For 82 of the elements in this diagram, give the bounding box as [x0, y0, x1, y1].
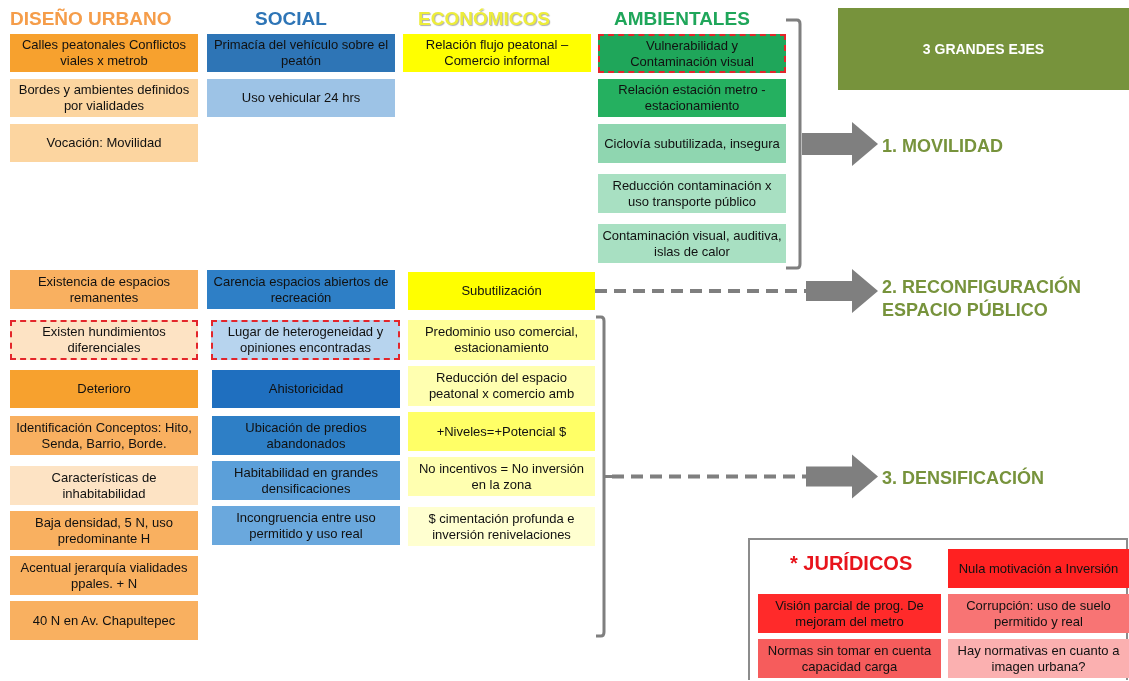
- box-text: Bordes y ambientes definidos por vialidades: [17, 82, 191, 114]
- box-text: Calles peatonales Conflictos viales x metrob: [20, 37, 187, 69]
- category-box: [408, 320, 595, 360]
- panel-heading: * JURÍDICOS: [790, 552, 913, 575]
- box-text: 40 N en Av. Chapultepec: [32, 612, 176, 629]
- category-box: [598, 34, 786, 73]
- category-box: [10, 601, 198, 640]
- category-box: [408, 272, 595, 310]
- category-box: [10, 511, 198, 550]
- box-text: Relación estación metro - estacionamiento: [617, 82, 767, 114]
- category-box: [948, 639, 1129, 678]
- category-box: [948, 594, 1129, 633]
- box-text: Vulnerabilidad y Contaminación visual: [629, 37, 755, 70]
- box-text: Características de inhabitabilidad: [50, 469, 158, 502]
- box-text: Primacía del vehículo sobre el peatón: [212, 37, 390, 69]
- arrow: [802, 122, 878, 166]
- category-box: [10, 370, 198, 408]
- category-box: [10, 79, 198, 117]
- category-box: [10, 466, 198, 505]
- box-text: Visión parcial de prog. De mejoram del metro: [774, 597, 925, 630]
- category-box: [10, 556, 198, 595]
- box-text: Predominio uso comercial, estacionamiento: [423, 324, 580, 356]
- category-box: [598, 79, 786, 117]
- category-box: [408, 412, 595, 451]
- box-text: Nula motivación a Inversión: [958, 560, 1119, 577]
- category-box: [212, 416, 400, 455]
- category-box: [408, 507, 595, 546]
- box-text: $ cimentación profunda e inversión renivelaciones: [427, 510, 576, 543]
- category-box: [408, 366, 595, 406]
- category-box: [408, 457, 595, 496]
- column-heading: ECONÓMICOS: [418, 8, 550, 30]
- category-box: [211, 320, 400, 360]
- category-box: [948, 549, 1129, 588]
- category-box: [10, 270, 198, 309]
- box-text: Corrupción: uso de suelo permitido y real: [965, 597, 1112, 630]
- category-box: [212, 370, 400, 408]
- axis-label: 3. DENSIFICACIÓN: [882, 466, 1082, 492]
- category-box: [10, 124, 198, 162]
- category-box: [207, 79, 395, 117]
- box-text: Existencia de espacios remanentes: [36, 273, 172, 306]
- category-box: [598, 124, 786, 163]
- axis-label: 2. RECONFIGURACIÓN ESPACIO PÚBLICO: [882, 275, 1122, 323]
- box-text: Contaminación visual, auditiva, islas de calor: [601, 227, 783, 260]
- box-text: Reducción contaminación x uso transporte público: [611, 177, 773, 210]
- category-box: [838, 8, 1129, 90]
- box-text: Habitabilidad en grandes densificaciones: [233, 464, 379, 497]
- box-text: +Niveles=+Potencial $: [436, 423, 567, 440]
- category-box: [10, 320, 198, 360]
- box-text: No incentivos = No inversión en la zona: [417, 460, 586, 493]
- box-text: Subutilización: [461, 283, 542, 299]
- category-box: [598, 174, 786, 213]
- bracket: [786, 18, 802, 270]
- box-text: Carencia espacios abiertos de recreación: [212, 273, 390, 306]
- panel: [748, 538, 1128, 680]
- category-box: [403, 34, 591, 72]
- category-box: [758, 639, 941, 678]
- box-text: Ciclovía subutilizada, insegura: [604, 135, 780, 152]
- box-text: Ahistoricidad: [268, 381, 344, 397]
- column-heading: AMBIENTALES: [614, 8, 750, 30]
- box-text: Normas sin tomar en cuenta capacidad carga: [766, 642, 933, 675]
- box-text: Lugar de heterogeneidad y opiniones encontradas: [226, 324, 385, 356]
- box-text: Incongruencia entre uso permitido y uso real: [235, 509, 377, 542]
- box-text: Reducción del espacio peatonal x comercio amb: [427, 370, 576, 402]
- box-text: Deterioro: [77, 381, 131, 397]
- category-box: [758, 594, 941, 633]
- box-text: Ubicación de predios abandonados: [244, 419, 368, 452]
- category-box: [10, 34, 198, 72]
- category-box: [212, 461, 400, 500]
- column-heading: SOCIAL: [255, 8, 327, 30]
- bracket: [596, 315, 612, 638]
- box-text: Relación flujo peatonal – Comercio informal: [424, 37, 570, 69]
- column-heading: DISEÑO URBANO: [10, 8, 172, 30]
- box-text: Baja densidad, 5 N, uso predominante H: [33, 514, 174, 547]
- box-text: Vocación: Movilidad: [46, 135, 162, 151]
- axis-label: 1. MOVILIDAD: [882, 134, 1082, 160]
- box-text: Acentual jerarquía vialidades ppales. + N: [19, 559, 189, 592]
- box-title: 3 GRANDES EJES: [922, 40, 1045, 58]
- box-text: Identificación Conceptos: Hito, Senda, Barrio, Borde.: [15, 419, 193, 452]
- category-box: [212, 506, 400, 545]
- box-text: Hay normativas en cuanto a imagen urbana?: [956, 642, 1121, 675]
- box-text: Uso vehicular 24 hrs: [241, 90, 361, 106]
- box-text: Existen hundimientos diferenciales: [41, 324, 167, 356]
